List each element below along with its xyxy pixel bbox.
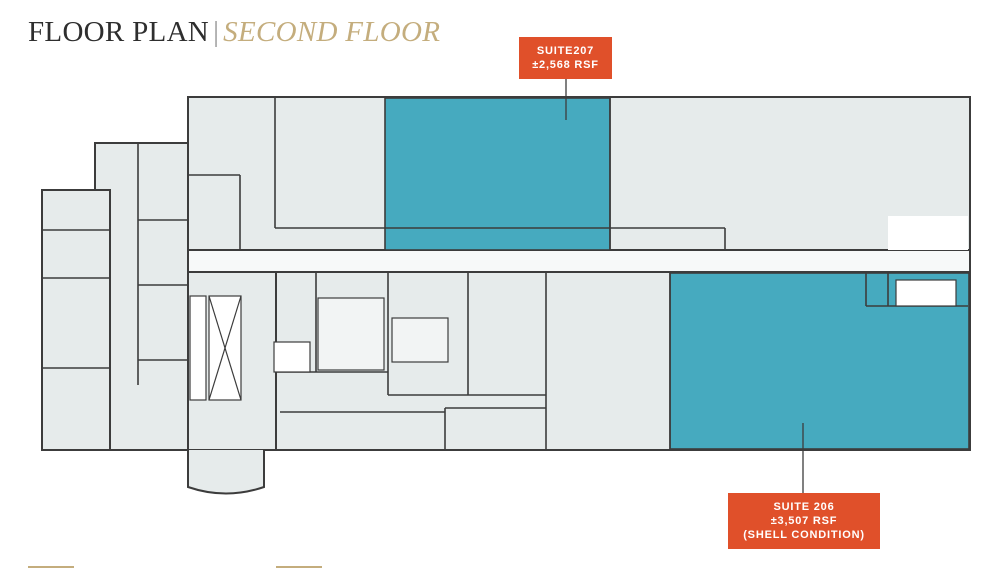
footer-rule-right [276,566,322,568]
suite-207-callout[interactable]: SUITE207 ±2,568 RSF [519,44,612,72]
restroom-block [317,297,385,371]
main-corridor [187,249,971,273]
suite-206-condition: (SHELL CONDITION) [743,529,865,541]
west-wing [41,189,111,451]
suite-207-name: SUITE207 [536,45,595,57]
entry-bay [187,450,265,495]
suite-207-callout-box [519,37,612,79]
title-divider: | [213,16,220,48]
suite-207-area-label: ±2,568 RSF [532,59,599,71]
vertical-circulation [189,279,957,401]
west-stair [189,295,207,401]
suite-207-area[interactable] [384,97,611,251]
east-stair [895,279,957,307]
title-main: FLOOR PLAN [28,16,210,48]
footer-rule-left [28,566,74,568]
suite-206-name: SUITE 206 [773,501,835,513]
suite-206-callout[interactable]: SUITE 206 ±3,507 RSF (SHELL CONDITION) [728,500,880,542]
open-area-east [888,216,968,250]
restroom-accessible [391,317,449,363]
elevator-car [273,341,311,373]
interior-walls [42,98,968,450]
page-title: FLOOR PLAN|SECOND FLOOR [28,18,440,47]
title-subtitle: SECOND FLOOR [223,16,441,48]
suite-206-callout-box [728,493,880,549]
suite-206-area-label: ±3,507 RSF [770,515,838,527]
